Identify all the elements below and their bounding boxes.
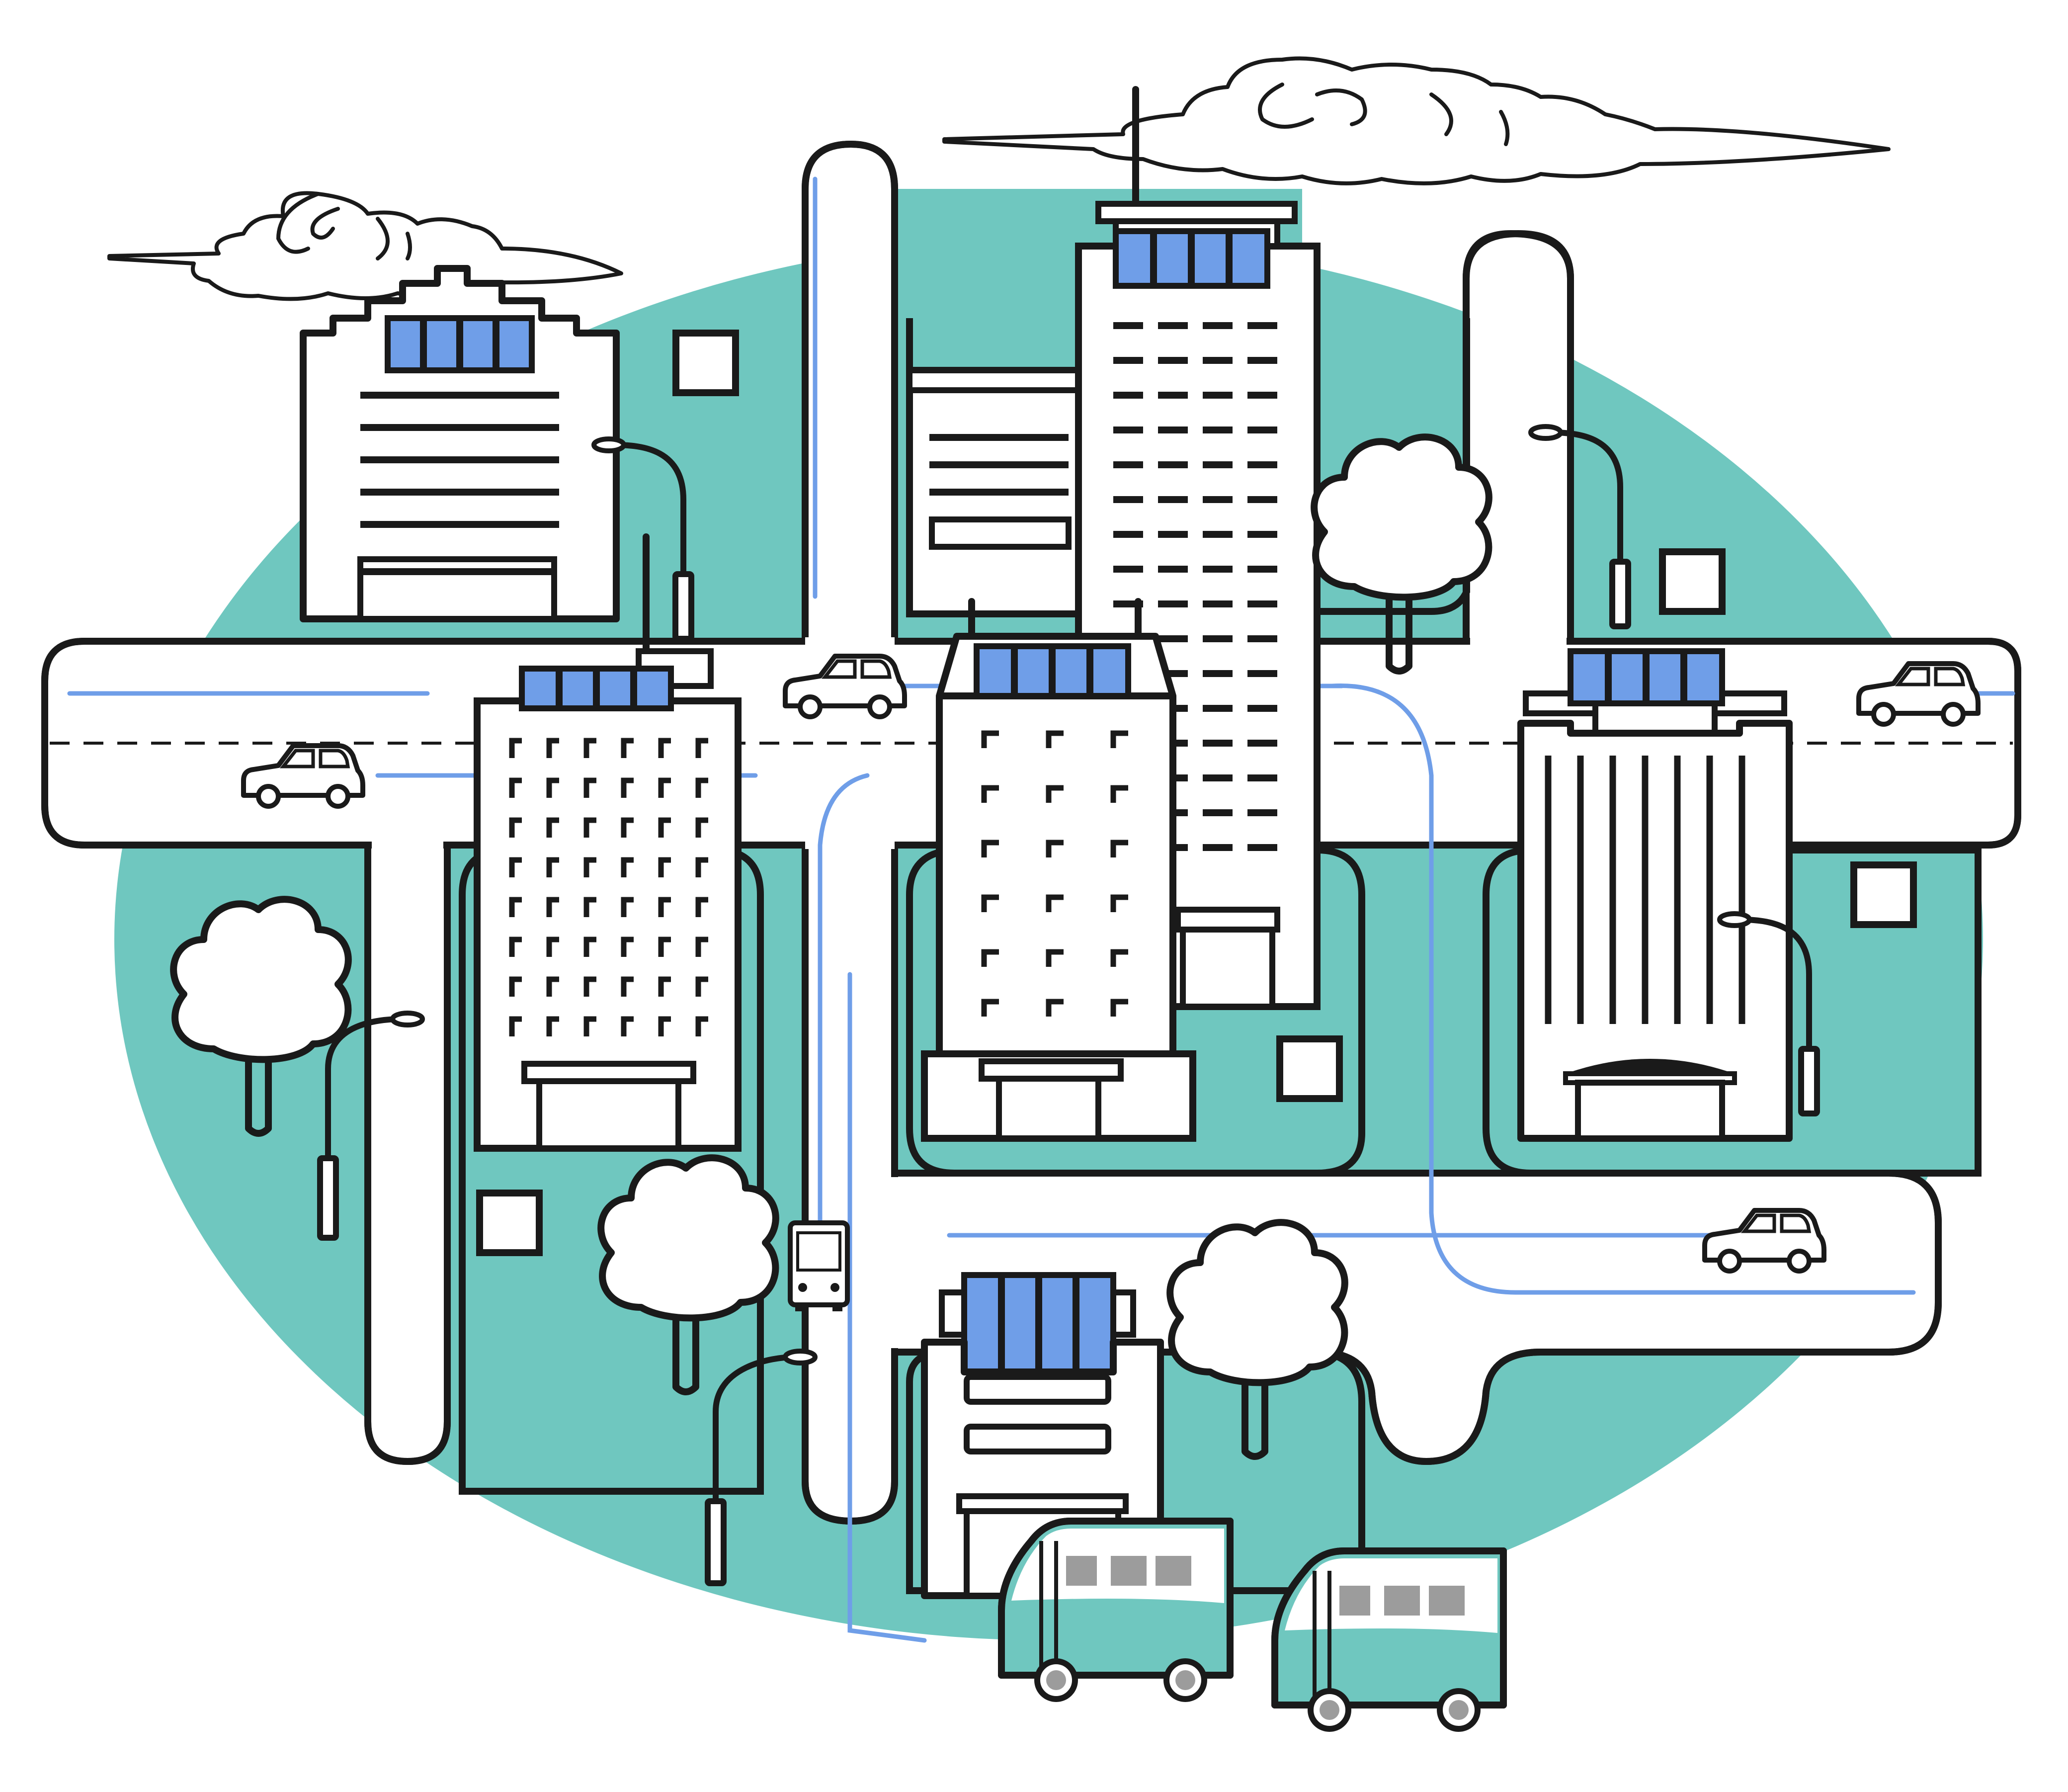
solar-panel-icon xyxy=(385,315,535,373)
office-building-icon xyxy=(906,367,1082,617)
windows xyxy=(509,738,708,1036)
cloud-icon xyxy=(942,56,1891,185)
office-building-icon xyxy=(300,265,620,622)
parking-lot-icon xyxy=(676,333,736,393)
solar-panel-icon xyxy=(961,1272,1116,1375)
minibus-icon xyxy=(1275,1551,1503,1729)
solar-panel-icon xyxy=(1113,228,1270,289)
office-building-icon xyxy=(474,533,742,1152)
parking-lot-icon xyxy=(1854,865,1913,925)
bus-icon xyxy=(788,1220,850,1311)
windows xyxy=(981,730,1128,1017)
solar-panel-icon xyxy=(519,666,674,711)
parking-lot-icon xyxy=(480,1193,539,1253)
parking-lot-icon xyxy=(1662,552,1722,611)
cloud-icon xyxy=(107,191,623,301)
office-building-icon xyxy=(1517,648,1793,1142)
street-lamp-icon xyxy=(705,1349,818,1586)
minibus-icon xyxy=(1001,1521,1230,1699)
parking-lot-icon xyxy=(1280,1039,1339,1099)
solar-panel-icon xyxy=(1568,648,1725,706)
office-building-icon xyxy=(921,598,1196,1142)
solar-panel-icon xyxy=(974,643,1131,699)
street-lamp-icon xyxy=(317,1011,425,1241)
